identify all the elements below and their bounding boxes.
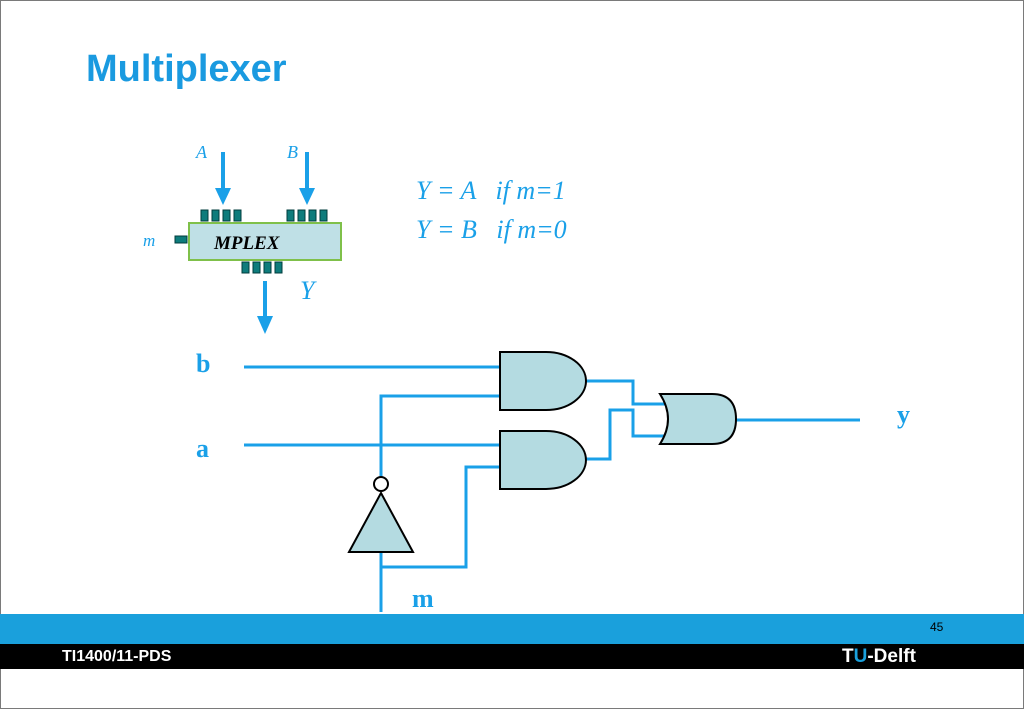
wire-not-out bbox=[379, 394, 500, 476]
signal-a-label: a bbox=[196, 434, 209, 463]
equation-line-2: Y = B if m=0 bbox=[416, 215, 567, 244]
signal-y-label: y bbox=[897, 400, 910, 429]
not-gate-bubble bbox=[373, 476, 389, 492]
slide-title: Multiplexer bbox=[86, 48, 287, 90]
and-gate-2 bbox=[499, 430, 587, 490]
select-pin bbox=[174, 235, 188, 244]
course-code: TI1400/11-PDS bbox=[62, 648, 172, 665]
footer-black-bar bbox=[0, 644, 1024, 669]
pins-a bbox=[200, 209, 242, 222]
arrow-a bbox=[215, 152, 231, 205]
footer-blue-bar bbox=[0, 614, 1024, 644]
mplex-block-diagram: A B MPLEX m bbox=[143, 142, 342, 334]
select-label: m bbox=[143, 231, 155, 250]
arrow-y bbox=[257, 281, 273, 334]
signal-m-label: m bbox=[412, 584, 434, 613]
wire-and1-or bbox=[586, 379, 666, 406]
signal-b-label: b bbox=[196, 349, 210, 378]
gate-circuit: b a m y bbox=[196, 349, 910, 613]
page-number: 45 bbox=[930, 620, 944, 634]
wire-m-and2 bbox=[381, 465, 500, 569]
and-gate-1 bbox=[499, 351, 587, 411]
mplex-label: MPLEX bbox=[213, 233, 281, 254]
wire-and2-or bbox=[586, 408, 666, 461]
pins-y bbox=[241, 261, 283, 274]
output-y-label: Y bbox=[300, 276, 317, 305]
input-b-label: B bbox=[287, 142, 298, 162]
mplex-box bbox=[188, 222, 342, 261]
logo-delft: -Delft bbox=[867, 646, 916, 667]
not-gate bbox=[347, 490, 415, 553]
input-a-label: A bbox=[195, 142, 208, 162]
logo-t: T bbox=[842, 646, 854, 667]
logo-u: U bbox=[853, 646, 868, 667]
or-gate bbox=[658, 393, 738, 445]
arrow-b bbox=[299, 152, 315, 205]
wires bbox=[244, 365, 860, 612]
equation-line-1: Y = A if m=1 bbox=[416, 176, 566, 205]
tu-delft-logo: TU-Delft bbox=[842, 646, 916, 668]
pins-b bbox=[286, 209, 328, 222]
